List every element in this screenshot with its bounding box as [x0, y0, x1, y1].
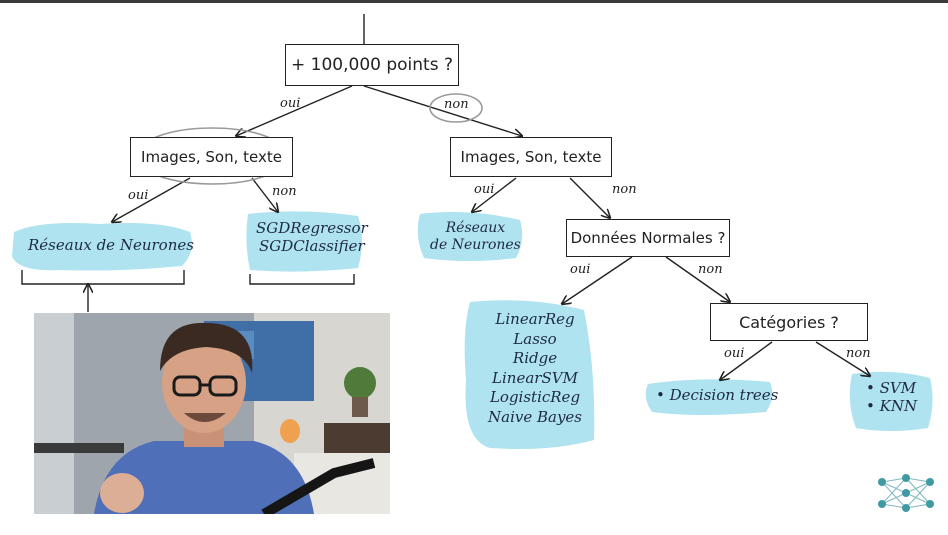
right-question: Images, Son, texte [450, 137, 612, 177]
leaf-linear-models: LinearReg Lasso Ridge LinearSVM Logistic… [488, 310, 582, 427]
leaf-neural-networks-left: Réseaux de Neurones [28, 236, 194, 254]
highlight-decision [645, 379, 773, 415]
edge-label-left-yes: oui [128, 188, 149, 203]
highlight-svm [849, 371, 933, 431]
edge-label-root-no: non [444, 97, 469, 112]
leaf-naive-bayes: Naive Bayes [488, 407, 582, 426]
edge-label-right-yes: oui [474, 182, 495, 197]
leaf-sgd-regressor: SGDRegressor [256, 219, 368, 237]
leaf-svm: • SVM [866, 379, 917, 397]
presenter-video-frame [34, 313, 390, 514]
highlight-sgd [246, 211, 362, 272]
presenter-video [34, 313, 390, 514]
top-border [0, 0, 948, 3]
highlight-linear [464, 300, 595, 449]
leaf-highlights [12, 211, 933, 449]
leaf-knn: • KNN [866, 396, 918, 415]
leaf-lasso: Lasso [513, 329, 557, 348]
edge-label-cat-no: non [846, 346, 871, 361]
edge-label-right-no: non [612, 182, 637, 197]
leaf-ridge: Ridge [512, 349, 558, 367]
leaf-sgd-classifier: SGDClassifier [258, 236, 365, 255]
leaf-linear-reg: LinearReg [495, 310, 575, 328]
neural-network-logo-icon [878, 474, 934, 512]
edge-label-normal-no: non [698, 262, 723, 277]
leaf-sgd: SGDRegressor SGDClassifier [256, 219, 368, 255]
edge-label-cat-yes: oui [724, 346, 745, 361]
edge-label-root-yes: oui [280, 96, 301, 111]
categories-question: Catégories ? [710, 303, 868, 341]
leaf-logistic-reg: LogisticReg [489, 388, 581, 406]
highlight-neural-right [417, 212, 523, 261]
leaf-neural-networks-right: Réseaux de Neurones [430, 220, 521, 253]
leaf-decision-trees: • Decision trees [656, 386, 779, 404]
edge-label-normal-yes: oui [570, 262, 591, 277]
diagram-edges [21, 14, 870, 380]
leaf-linear-svm: LinearSVM [492, 368, 578, 387]
highlight-neural-left [12, 223, 192, 271]
leaf-svm-knn: • SVM • KNN [866, 379, 918, 415]
root-question: + 100,000 points ? [285, 44, 459, 86]
edge-label-left-no: non [272, 184, 297, 199]
normal-data-question: Données Normales ? [566, 219, 730, 257]
left-question: Images, Son, texte [130, 137, 293, 177]
